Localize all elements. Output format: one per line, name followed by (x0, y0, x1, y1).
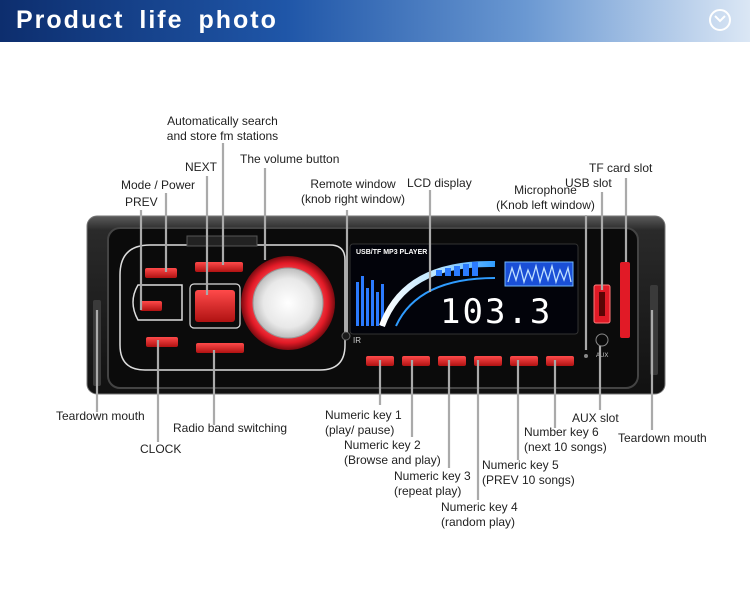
lcd-arc-inner (395, 277, 496, 327)
numeric-key-3 (438, 356, 466, 366)
callout-microphone-line2: (Knob left window) (496, 198, 595, 212)
remote-window (341, 331, 351, 341)
callout-key3-line2: (repeat play) (394, 484, 462, 498)
lcd-top-bars (436, 262, 478, 276)
tf-card-slot (620, 262, 630, 338)
callout-key5: Numeric key 5 (PREV 10 songs) (482, 458, 575, 488)
callout-key5-line2: (PREV 10 songs) (482, 473, 575, 487)
callout-key3-line1: Numeric key 3 (394, 469, 471, 483)
callout-mode-power: Mode / Power (121, 178, 196, 192)
band-button (196, 343, 244, 353)
callout-volume: The volume button (240, 152, 340, 166)
ir-label: IR (353, 336, 361, 345)
callout-auto-search: Automatically search and store fm statio… (155, 114, 290, 144)
prev-button (140, 301, 162, 311)
callout-radio-band: Radio band switching (173, 421, 288, 435)
callout-teardown-left: Teardown mouth (56, 409, 145, 423)
button-cluster-inner (132, 284, 183, 321)
callout-aux-slot: AUX slot (572, 411, 619, 425)
callout-key4: Numeric key 4 (random play) (441, 500, 518, 530)
callout-key2-line2: (Browse and play) (344, 453, 441, 467)
numeric-key-5 (510, 356, 538, 366)
callout-key1-line2: (play/ pause) (325, 423, 395, 437)
volume-knob-face (252, 267, 324, 339)
lcd-label: USB/TF MP3 PLAYER (356, 249, 427, 256)
callout-remote-line2: (knob right window) (300, 192, 406, 206)
auto-search-button (195, 262, 243, 272)
next-button-frame (189, 283, 241, 329)
header-banner: Product life photo (0, 0, 750, 42)
callout-key4-line2: (random play) (441, 515, 516, 529)
callout-auto-search-line2: and store fm stations (166, 129, 279, 143)
callout-tf-card-slot: TF card slot (589, 161, 653, 175)
page-title: Product life photo (16, 6, 278, 34)
callout-prev: PREV (125, 195, 158, 209)
callout-next: NEXT (185, 160, 218, 174)
numeric-key-4 (474, 356, 502, 366)
aux-label: AUX (596, 353, 608, 359)
microphone-hole (584, 354, 588, 358)
numeric-key-6 (546, 356, 574, 366)
lcd-wave (507, 263, 572, 285)
callout-microphone-line1: Microphone (514, 183, 577, 197)
next-button (195, 290, 235, 322)
aux-jack (595, 333, 609, 347)
usb-slot-inner (599, 292, 605, 316)
callout-remote-window: Remote window (knob right window) (296, 177, 410, 207)
lcd-frequency: 103.3 (440, 292, 552, 332)
callout-auto-search-line1: Automatically search (167, 114, 278, 128)
mode-power-button (145, 268, 177, 278)
chevron-down-icon[interactable] (709, 9, 731, 31)
callout-clock: CLOCK (140, 442, 182, 456)
callout-teardown-right: Teardown mouth (618, 431, 707, 445)
numeric-key-2 (402, 356, 430, 366)
callout-key5-line1: Numeric key 5 (482, 458, 559, 472)
button-cluster-outline (119, 244, 346, 371)
callout-usb-slot: USB slot (565, 176, 612, 190)
callout-key1-line1: Numeric key 1 (325, 408, 402, 422)
lcd-spectrum-left (356, 276, 384, 326)
callout-key4-line1: Numeric key 4 (441, 500, 518, 514)
callout-key3: Numeric key 3 (repeat play) (394, 469, 471, 499)
callout-key6-line1: Number key 6 (524, 425, 599, 439)
callout-key6-line2: (next 10 songs) (524, 440, 607, 454)
callout-remote-line1: Remote window (310, 177, 396, 191)
callout-microphone: Microphone (Knob left window) (492, 183, 599, 213)
callout-key2-line1: Numeric key 2 (344, 438, 421, 452)
lcd-wave-box (504, 261, 574, 287)
callout-key1: Numeric key 1 (play/ pause) (325, 408, 402, 438)
callout-key2: Numeric key 2 (Browse and play) (344, 438, 441, 468)
callout-lcd-display: LCD display (407, 176, 472, 190)
leader-lines (95, 143, 654, 500)
callout-key6: Number key 6 (next 10 songs) (524, 425, 607, 455)
clock-button (146, 337, 178, 347)
